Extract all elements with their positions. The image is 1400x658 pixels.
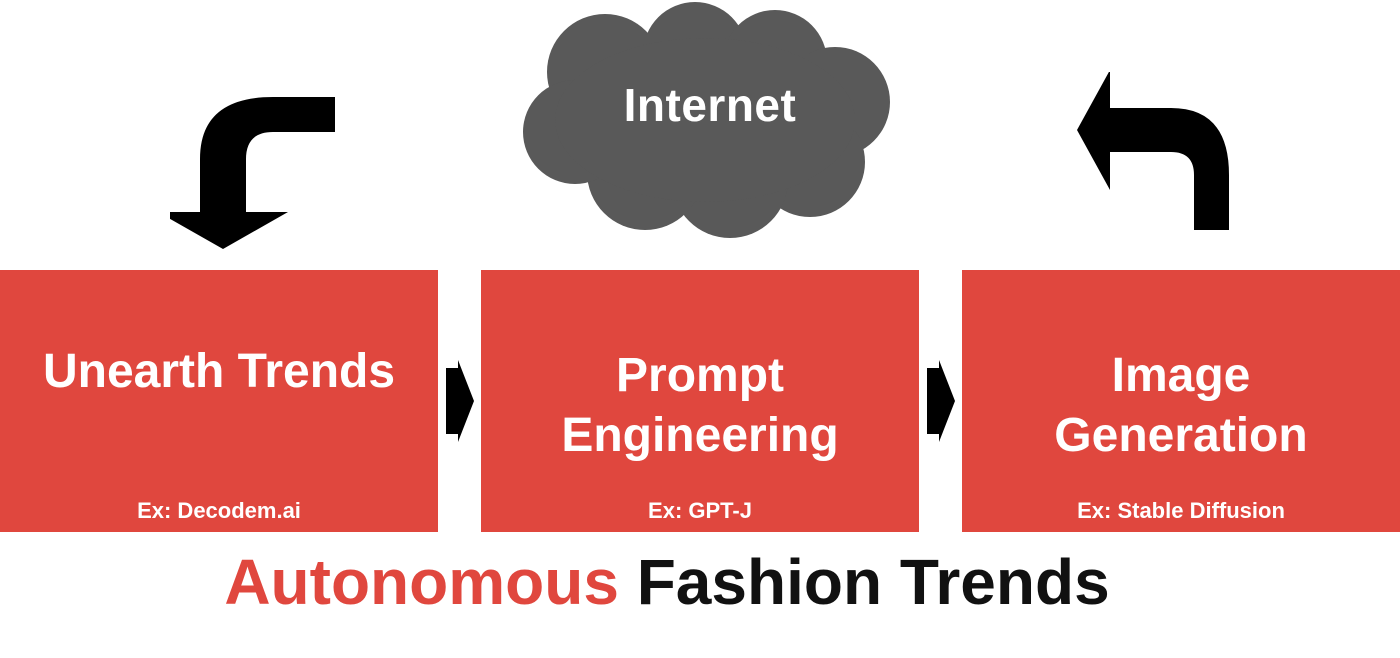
- stage-title: Unearth Trends: [0, 342, 438, 402]
- title-accent-word: Autonomous: [224, 546, 619, 618]
- internet-cloud: [523, 2, 890, 238]
- internet-label: Internet: [623, 79, 797, 131]
- stage-title-line: Prompt: [616, 349, 784, 402]
- curved-arrow-left-icon: [1077, 72, 1229, 230]
- stage-title: Prompt Engineering: [481, 346, 919, 466]
- stage-title-line: Generation: [1054, 409, 1308, 462]
- arrow-right-icon: [446, 360, 474, 442]
- stage-example: Ex: GPT-J: [648, 498, 752, 523]
- arrow-right-icon: [927, 360, 955, 442]
- stage-example: Ex: Stable Diffusion: [1077, 498, 1285, 523]
- stage-title-line: Image: [1111, 349, 1251, 402]
- stage-box-unearth-trends: Unearth Trends Ex: Decodem.ai: [0, 270, 438, 532]
- stage-title: Image Generation: [962, 346, 1400, 466]
- stage-title-line: Engineering: [561, 409, 839, 462]
- stage-box-image-generation: Image Generation Ex: Stable Diffusion: [962, 270, 1400, 532]
- curved-arrow-down-icon: [170, 97, 335, 249]
- diagram-title: Autonomous Fashion Trends: [0, 544, 1334, 620]
- stage-example: Ex: Decodem.ai: [137, 498, 301, 523]
- title-rest: Fashion Trends: [636, 546, 1110, 618]
- stage-box-prompt-engineering: Prompt Engineering Ex: GPT-J: [481, 270, 919, 532]
- stage-title-line: Unearth Trends: [42, 345, 396, 398]
